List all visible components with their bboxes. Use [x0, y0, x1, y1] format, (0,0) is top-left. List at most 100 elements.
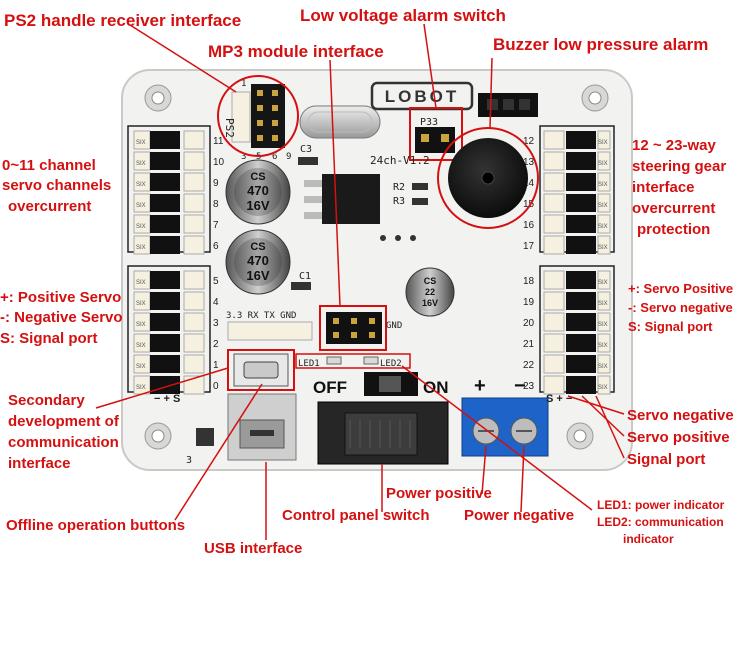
svg-text:470: 470 [247, 183, 269, 198]
channel-number: 15 [523, 199, 535, 210]
svg-text:development of: development of [8, 413, 120, 430]
svg-text:interface: interface [632, 179, 695, 196]
servo-tag: SIX [598, 182, 608, 188]
ps2-callout-circle [217, 75, 299, 157]
channel-number: 1 [213, 360, 219, 371]
crystal [299, 105, 381, 139]
ps2-pin-1: 1 [241, 79, 246, 89]
channel-number: 16 [523, 220, 535, 231]
mp3-callout-box [319, 305, 387, 351]
right-servo-headers: SIX12SIX13SIX14SIX15SIX16SIX17SIX18SIX19… [523, 125, 615, 395]
servo-tag: SIX [136, 140, 146, 146]
servo-tag: SIX [136, 203, 146, 209]
svg-text:CS: CS [424, 276, 437, 286]
uart-header: 3.3 RX TX GND [226, 311, 313, 341]
logo-text: LOBOT [385, 87, 460, 106]
svg-text:communication: communication [8, 434, 119, 451]
svg-text:16V: 16V [246, 268, 269, 283]
capacitor-1: CS 470 16V [225, 159, 291, 225]
minus-silk: − [514, 375, 526, 397]
version-silk: 24ch-V1.2 [370, 154, 430, 167]
servo-tag: SIX [598, 343, 608, 349]
p33-silk: P33 [420, 117, 438, 128]
servo-tag: SIX [136, 161, 146, 167]
label-offline: Offline operation buttons [6, 517, 185, 534]
svg-text:+: Positive Servo: +: Positive Servo [0, 289, 121, 306]
svg-text:servo channels: servo channels [2, 177, 111, 194]
servo-tag: SIX [598, 140, 608, 146]
channel-number: 8 [213, 199, 219, 210]
servo-row-left: SIX 8 [133, 193, 219, 213]
uart-silk: 3.3 RX TX GND [226, 311, 296, 321]
small-pad [196, 428, 214, 446]
led1-silk: LED1 [298, 359, 320, 369]
svg-text:interface: interface [8, 455, 71, 472]
svg-text:16V: 16V [422, 298, 438, 308]
channel-number: 10 [213, 157, 225, 168]
ps2-pin-6: 6 [272, 152, 277, 162]
servo-tag: SIX [598, 280, 608, 286]
ps2-header: PS2 1 3 5 6 9 [223, 79, 291, 162]
svg-text:Secondary: Secondary [8, 392, 85, 409]
plus-silk: + [474, 375, 486, 397]
servo-tag: SIX [598, 224, 608, 230]
label-signal-port: Signal port [627, 451, 705, 468]
svg-text:S: Signal port: S: Signal port [0, 330, 98, 347]
svg-text:470: 470 [247, 253, 269, 268]
buzzer [448, 138, 528, 218]
label-servo-positive: Servo positive [627, 429, 730, 446]
channel-number: 11 [213, 136, 224, 147]
servo-tag: SIX [136, 343, 146, 349]
label-ps2: PS2 handle receiver interface [4, 11, 241, 30]
capacitor-2: CS 470 16V [225, 229, 291, 295]
gnd-silk: GND [386, 321, 402, 331]
servo-tag: SIX [136, 364, 146, 370]
servo-tag: SIX [598, 203, 608, 209]
svg-text:-: Negative Servo: -: Negative Servo [0, 309, 123, 326]
channel-number: 19 [523, 297, 535, 308]
channel-number: 6 [213, 241, 219, 252]
label-control-switch: Control panel switch [282, 507, 430, 524]
svg-text:12 ~ 23-way: 12 ~ 23-way [632, 137, 716, 154]
callout-lines [95, 23, 625, 540]
r3-silk: R3 [393, 196, 405, 207]
channel-number: 0 [213, 381, 219, 392]
right-pin-legend: S + − [546, 393, 572, 405]
servo-row-left: SIX 4 [133, 291, 219, 311]
svg-text:22: 22 [425, 287, 435, 297]
servo-row-left: SIX 11 [133, 130, 224, 150]
ps2-pin-5: 5 [256, 152, 261, 162]
annotation-labels: PS2 handle receiver interface Low voltag… [0, 6, 734, 557]
svg-text:LED2: communication: LED2: communication [597, 515, 724, 529]
channel-number: 4 [213, 297, 219, 308]
buzzer-callout-circle [437, 127, 539, 229]
servo-tag: SIX [598, 385, 608, 391]
on-silk: ON [423, 378, 449, 397]
offline-callout-box [227, 349, 295, 391]
channel-number: 13 [523, 157, 535, 168]
svg-text:indicator: indicator [623, 532, 674, 546]
svg-text:protection: protection [637, 221, 710, 238]
label-power-positive: Power positive [386, 485, 492, 502]
svg-text:overcurrent: overcurrent [8, 198, 91, 215]
label-power-negative: Power negative [464, 507, 574, 524]
channel-number: 5 [213, 276, 219, 287]
svg-text:0~11 channel: 0~11 channel [2, 157, 96, 174]
mp3-header [478, 93, 538, 117]
ps2-silk: PS2 [223, 118, 236, 138]
channel-number: 17 [523, 241, 535, 252]
servo-tag: SIX [136, 301, 146, 307]
channel-number: 21 [523, 339, 535, 350]
led-indicators: LED1 LED2 [298, 356, 402, 369]
voltage-regulator [304, 174, 380, 224]
servo-tag: SIX [598, 322, 608, 328]
r2-silk: R2 [393, 182, 405, 193]
